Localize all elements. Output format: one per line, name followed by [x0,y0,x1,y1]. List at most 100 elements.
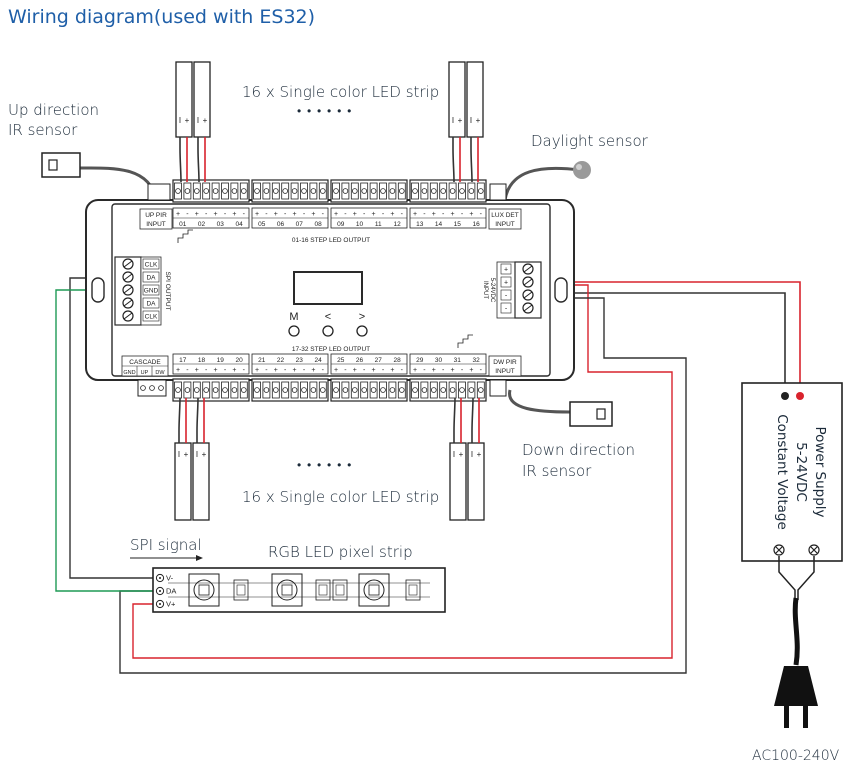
psu-label-2: 5-24VDC [793,442,809,502]
polarity-mark: - [205,211,208,218]
polarity-mark: + [372,367,376,374]
channel-label-21: 21 [258,357,266,364]
polarity-mark: + [195,211,199,218]
polarity-mark: + [432,367,436,374]
channel-label-31: 31 [454,357,462,364]
button-next[interactable] [356,325,368,337]
channel-label-11: 11 [375,221,382,228]
down-sensor-label-2: IR sensor [522,462,592,480]
power-pin-label: - [505,293,508,300]
bottom-terminal-block-1 [172,378,250,402]
single-color-led-strip: I+ [175,61,193,183]
button-m[interactable] [288,325,300,337]
polarity-mark: - [322,367,325,374]
bottom-output-label: 17-32 STEP LED OUTPUT [292,346,370,353]
channel-label-13: 13 [416,221,424,228]
rgb-resistor [332,579,348,601]
top-terminal-block-4 [409,179,487,203]
single-color-led-strip: I+ [449,397,467,521]
channel-label-15: 15 [454,221,462,228]
up-ir-sensor-cable [77,166,158,201]
polarity-mark: - [423,367,426,374]
polarity-mark: - [401,211,404,218]
rgb-pixel-led [188,573,220,607]
channel-label-29: 29 [416,357,424,364]
channel-label-01: 01 [179,221,187,228]
rgb-pin-da: DA [166,587,176,596]
down-sensor-label-1: Down direction [522,441,636,459]
up-sensor-label-1: Up direction [8,101,100,119]
polarity-mark: + [176,211,180,218]
single-color-led-strip: I+ [466,61,484,183]
ac-power-cord [778,556,815,666]
rgb-red-power-wire [132,284,673,659]
bottom-terminal-block-4 [409,378,487,402]
polarity-mark: + [451,367,455,374]
psu-label-3: Constant Voltage [774,414,790,530]
channel-label-23: 23 [296,357,304,364]
dw-pir-terminal [489,379,507,397]
strip-neg-mark: I [471,450,473,459]
daylight-sensor-cable [503,166,581,201]
top-output-label: 01-16 STEP LED OUTPUT [292,237,370,244]
power-pin-label: - [505,306,508,313]
strip-neg-mark: I [178,450,180,459]
button-prev-label: < [325,311,331,323]
polarity-mark: + [274,211,278,218]
top-terminal-blocks [147,179,507,203]
polarity-mark: + [293,211,297,218]
polarity-mark: + [311,211,315,218]
down-ir-sensor [569,401,613,427]
polarity-mark: - [224,211,227,218]
page-title: Wiring diagram(used with ES32) [8,6,316,28]
polarity-mark: - [284,367,287,374]
polarity-mark: + [255,211,259,218]
lux-det-label-2: INPUT [495,221,515,228]
button-m-label: M [289,311,298,323]
strip-pos-mark: + [476,116,481,125]
polarity-mark: - [382,211,385,218]
polarity-mark: + [195,367,199,374]
power-input-label-2: 5-24VDC [489,278,495,303]
rgb-pixel-led [358,573,390,607]
channel-label-18: 18 [198,357,206,364]
bottom-terminal-block-3 [330,378,408,402]
channel-label-24: 24 [314,357,322,364]
polarity-mark: - [363,211,366,218]
control-buttons: M < > [288,311,368,337]
bottom-terminal-blocks [137,378,507,402]
channel-label-12: 12 [393,221,401,228]
strip-neg-mark: I [470,116,472,125]
psu-ac-terminal-1 [773,544,785,556]
channel-label-03: 03 [217,221,225,228]
channel-label-14: 14 [435,221,443,228]
single-color-led-strips: I+I+I+I+I+I+I+I+ [174,61,485,521]
polarity-mark: + [469,211,473,218]
polarity-mark: - [480,211,483,218]
single-color-led-strip: I+ [193,61,211,183]
strip-pos-mark: + [184,450,189,459]
button-next-label: > [359,311,365,323]
polarity-mark: + [413,367,417,374]
cascade-pin-dw: DW [155,370,165,376]
rgb-strip-label: RGB LED pixel strip [268,543,413,561]
button-prev[interactable] [322,325,334,337]
polarity-mark: + [334,367,338,374]
polarity-mark: + [372,211,376,218]
channel-label-32: 32 [472,357,480,364]
daylight-sensor-label: Daylight sensor [531,132,648,150]
spi-pin-da: DA [146,300,156,307]
cascade-box: CASCADE GND UP DW [121,355,169,377]
down-ir-sensor-cable [508,389,571,414]
strip-pos-mark: + [202,450,207,459]
psu-black-wire [540,292,786,392]
polarity-mark: - [401,367,404,374]
power-input-label-1: INPUT [482,281,488,299]
